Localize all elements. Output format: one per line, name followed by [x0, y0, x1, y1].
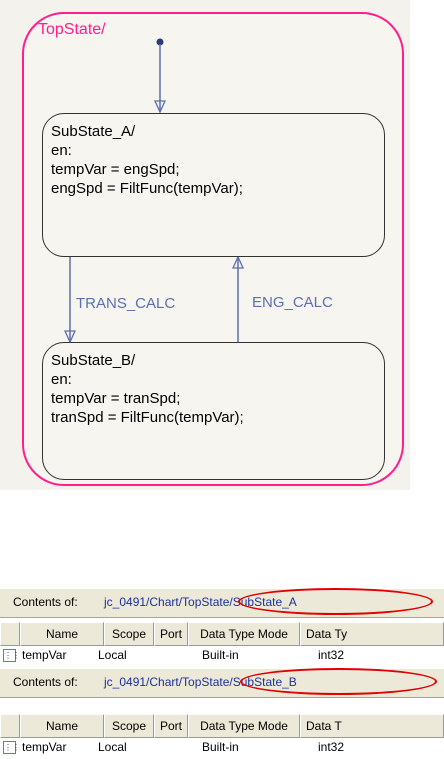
trans-calc-label[interactable]: TRANS_CALC — [76, 295, 176, 312]
table-row[interactable]: ⋮⋮ tempVar Local Built-in int32 — [0, 646, 444, 666]
eng-calc-label[interactable]: ENG_CALC — [252, 294, 333, 311]
cell-data-type: int32 — [318, 740, 345, 754]
table-header-b: Name Scope Port Data Type Mode Data T — [0, 714, 444, 738]
explorer-a-header: Contents of: jc_0491/Chart/TopState/SubS… — [0, 588, 444, 618]
substate-b-name: SubState_B/ — [51, 352, 136, 369]
trans-calc-arrowhead — [63, 330, 77, 344]
transition-arrows — [63, 38, 245, 344]
substate-a-action-2: engSpd = FiltFunc(tempVar); — [51, 180, 243, 197]
substate-b-action-2: tranSpd = FiltFunc(tempVar); — [51, 409, 244, 426]
top-state-label: TopState/ — [38, 21, 106, 38]
column-header-icon — [0, 622, 20, 646]
data-variable-icon: ⋮⋮ — [3, 741, 20, 754]
default-transition-dot — [156, 38, 164, 46]
column-header-name[interactable]: Name — [20, 622, 104, 646]
cell-name: tempVar — [22, 648, 67, 662]
table-row[interactable]: ⋮⋮ tempVar Local Built-in int32 — [0, 738, 444, 758]
cell-data-type-mode: Built-in — [202, 648, 239, 662]
cell-scope: Local — [98, 740, 127, 754]
default-transition-arrowhead — [153, 100, 167, 114]
path-highlight-a — [238, 588, 433, 615]
explorer-b-header: Contents of: jc_0491/Chart/TopState/SubS… — [0, 668, 444, 698]
substate-a-name: SubState_A/ — [51, 123, 136, 140]
substate-b-action-1: tempVar = tranSpd; — [51, 390, 181, 407]
column-header-name[interactable]: Name — [20, 714, 104, 738]
contents-label-b: Contents of: — [13, 675, 78, 689]
table-header-a: Name Scope Port Data Type Mode Data Ty — [0, 622, 444, 646]
contents-label-a: Contents of: — [13, 595, 78, 609]
column-header-port[interactable]: Port — [154, 714, 188, 738]
column-header-data-type-mode[interactable]: Data Type Mode — [188, 714, 300, 738]
column-header-data-type[interactable]: Data T — [300, 714, 444, 738]
column-header-scope[interactable]: Scope — [104, 714, 154, 738]
cell-data-type-mode: Built-in — [202, 740, 239, 754]
column-header-icon — [0, 714, 20, 738]
cell-scope: Local — [98, 648, 127, 662]
column-header-data-type[interactable]: Data Ty — [300, 622, 444, 646]
column-header-scope[interactable]: Scope — [104, 622, 154, 646]
path-highlight-b — [240, 668, 437, 695]
substate-a-box[interactable]: SubState_A/ en: tempVar = engSpd; engSpd… — [42, 113, 385, 257]
substate-a-entry: en: — [51, 142, 72, 159]
stateflow-chart: TopState/ SubState_A/ en: tempVar = engS… — [0, 0, 410, 490]
substate-a-action-1: tempVar = engSpd; — [51, 161, 180, 178]
eng-calc-arrowhead — [231, 255, 245, 269]
data-variable-icon: ⋮⋮ — [3, 649, 20, 662]
cell-data-type: int32 — [318, 648, 345, 662]
cell-name: tempVar — [22, 740, 67, 754]
substate-b-entry: en: — [51, 371, 72, 388]
substate-b-box[interactable]: SubState_B/ en: tempVar = tranSpd; tranS… — [42, 342, 385, 480]
column-header-data-type-mode[interactable]: Data Type Mode — [188, 622, 300, 646]
column-header-port[interactable]: Port — [154, 622, 188, 646]
